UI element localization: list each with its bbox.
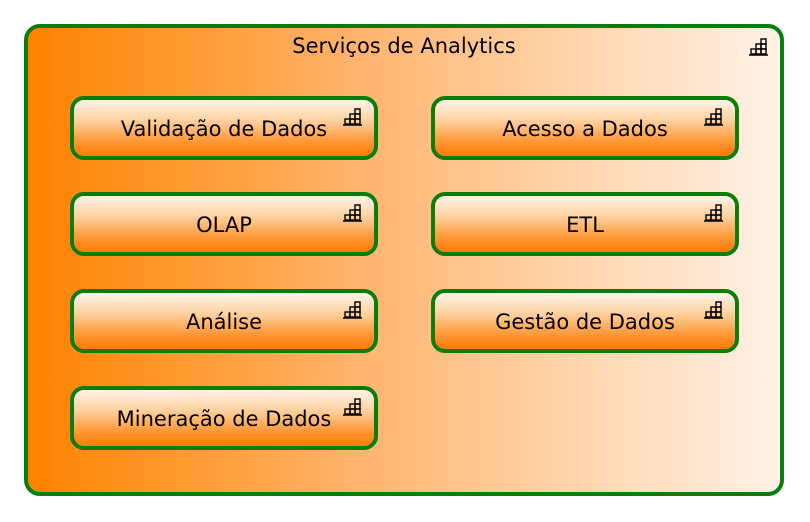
application-component-icon xyxy=(749,38,768,56)
component-label: Mineração de Dados xyxy=(116,407,332,431)
component-olap[interactable]: OLAP xyxy=(70,192,378,256)
component-label: Gestão de Dados xyxy=(495,310,675,334)
application-component-icon xyxy=(343,301,362,319)
component-gestao-de-dados[interactable]: Gestão de Dados xyxy=(431,289,739,353)
component-etl[interactable]: ETL xyxy=(431,192,739,256)
application-component-icon xyxy=(704,108,723,126)
component-label: Validação de Dados xyxy=(120,117,328,141)
component-label: Acesso a Dados xyxy=(502,117,668,141)
application-component-icon xyxy=(704,301,723,319)
application-component-icon xyxy=(343,108,362,126)
application-component-icon xyxy=(343,398,362,416)
component-label: OLAP xyxy=(196,213,252,237)
component-acesso-a-dados[interactable]: Acesso a Dados xyxy=(431,96,739,160)
component-analise[interactable]: Análise xyxy=(70,289,378,353)
component-label: ETL xyxy=(566,213,604,237)
component-mineracao-de-dados[interactable]: Mineração de Dados xyxy=(70,386,378,450)
component-validacao-de-dados[interactable]: Validação de Dados xyxy=(70,96,378,160)
application-component-icon xyxy=(704,204,723,222)
application-component-icon xyxy=(343,204,362,222)
component-label: Análise xyxy=(185,310,263,334)
group-title: Serviços de Analytics xyxy=(292,34,516,58)
